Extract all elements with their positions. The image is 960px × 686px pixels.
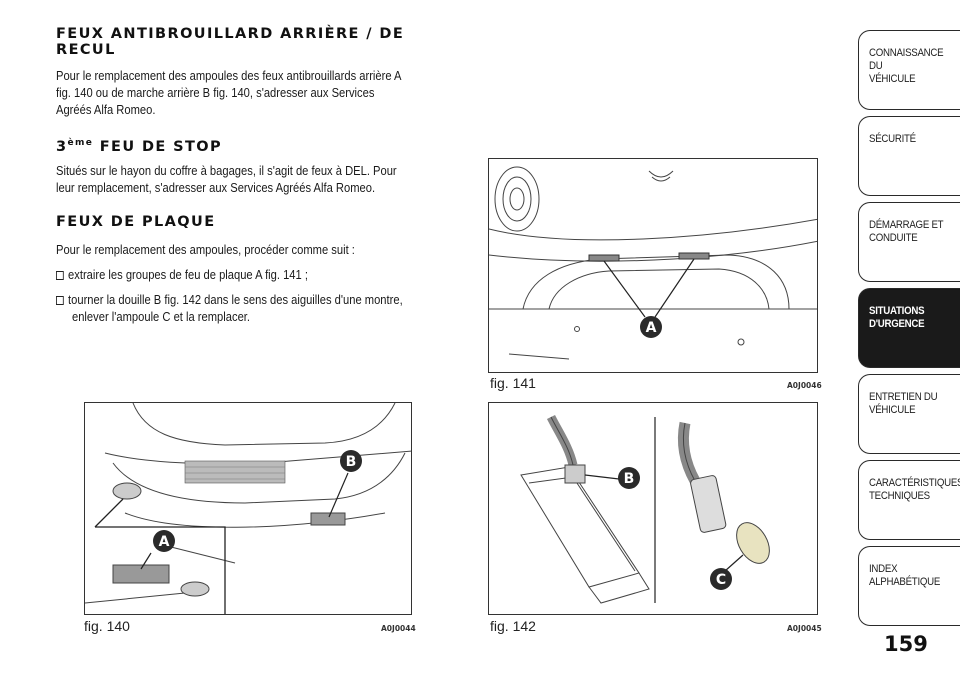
figure-140-caption: fig. 140 <box>84 618 130 634</box>
rear-fog-body-line: Pour le remplacement des ampoules des fe… <box>56 68 402 83</box>
label-a: A <box>159 534 170 550</box>
plate-intro: Pour le remplacement des ampoules, procé… <box>56 242 355 257</box>
figure-140: A B <box>84 402 412 615</box>
bulb-holder-illustration: B C <box>520 414 770 604</box>
figure-141-caption: fig. 141 <box>490 375 536 391</box>
checkbox-bullet-icon <box>56 271 64 280</box>
figure-142-caption: fig. 142 <box>490 618 536 634</box>
tab-entretien-vehicule[interactable]: ENTRETIEN DU VÉHICULE <box>858 374 960 454</box>
rear-bumper-illustration: A B <box>85 403 411 614</box>
third-stop-body-line: Situés sur le hayon du coffre à bagages,… <box>56 163 397 178</box>
figure-140-code: A0J0044 <box>381 624 416 633</box>
checkbox-bullet-icon <box>56 296 64 305</box>
rear-fog-title-line2: RECUL <box>56 42 116 58</box>
plate-light-illustration: A <box>489 166 817 360</box>
tab-caracteristiques-techniques[interactable]: CARACTÉRISTIQUES TECHNIQUES <box>858 460 960 540</box>
tab-situations-urgence[interactable]: SITUATIONS D'URGENCE <box>858 288 960 368</box>
rear-fog-body-line: Agréés Alfa Romeo. <box>56 102 156 117</box>
rear-fog-title-line1: FEUX ANTIBROUILLARD ARRIÈRE / DE <box>56 26 405 42</box>
figure-142-code: A0J0045 <box>787 624 822 633</box>
tab-connaissance-vehicule[interactable]: CONNAISSANCE DU VÉHICULE <box>858 30 960 110</box>
label-b: B <box>624 471 635 487</box>
plate-step: tourner la douille B fig. 142 dans le se… <box>56 291 403 308</box>
figure-142: B C <box>488 402 818 615</box>
label-a: A <box>646 320 657 336</box>
tab-securite[interactable]: SÉCURITÉ <box>858 116 960 196</box>
label-c: C <box>716 572 726 588</box>
figure-141: A <box>488 158 818 373</box>
rear-fog-body-line: fig. 140 ou de marche arrière B fig. 140… <box>56 85 375 100</box>
third-stop-title: 3ème FEU DE STOP <box>56 138 223 155</box>
plate-step-continuation: enlever l'ampoule C et la remplacer. <box>72 309 251 324</box>
figure-141-code: A0J0046 <box>787 381 822 390</box>
tab-index-alphabetique[interactable]: INDEX ALPHABÉTIQUE <box>858 546 960 626</box>
tab-demarrage-conduite[interactable]: DÉMARRAGE ET CONDUITE <box>858 202 960 282</box>
plate-title: FEUX DE PLAQUE <box>56 214 216 230</box>
label-b: B <box>346 454 357 470</box>
plate-step: extraire les groupes de feu de plaque A … <box>56 266 308 283</box>
third-stop-body-line: leur remplacement, s'adresser aux Servic… <box>56 180 376 195</box>
page-number: 159 <box>884 632 928 656</box>
